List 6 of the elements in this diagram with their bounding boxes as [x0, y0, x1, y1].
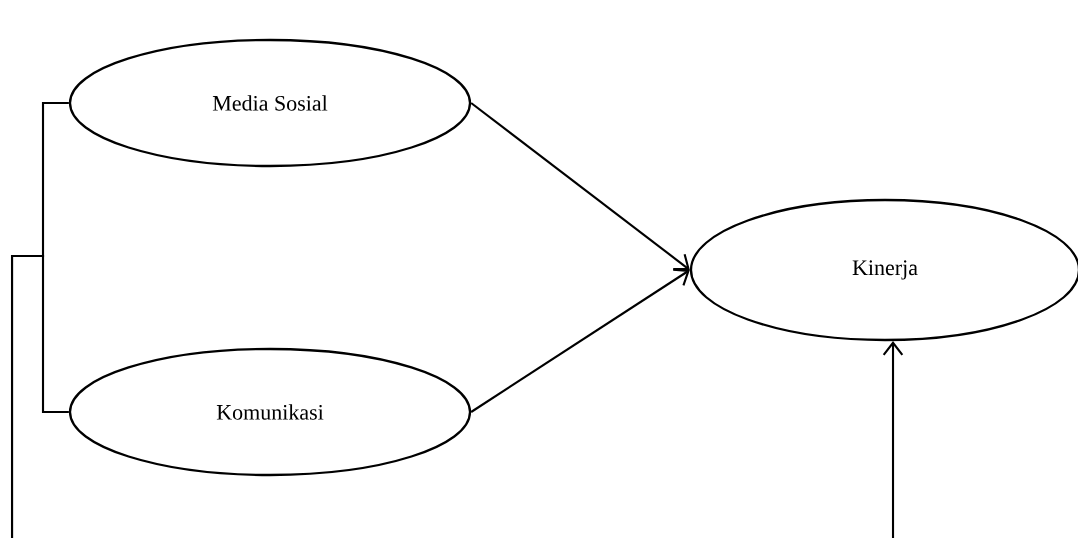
arrow — [882, 341, 904, 538]
arrow — [470, 102, 690, 271]
ellipse-node: Media Sosial — [68, 38, 472, 168]
arrow — [470, 268, 690, 413]
ellipse-node: Komunikasi — [68, 347, 472, 477]
connector-line — [10, 254, 69, 538]
